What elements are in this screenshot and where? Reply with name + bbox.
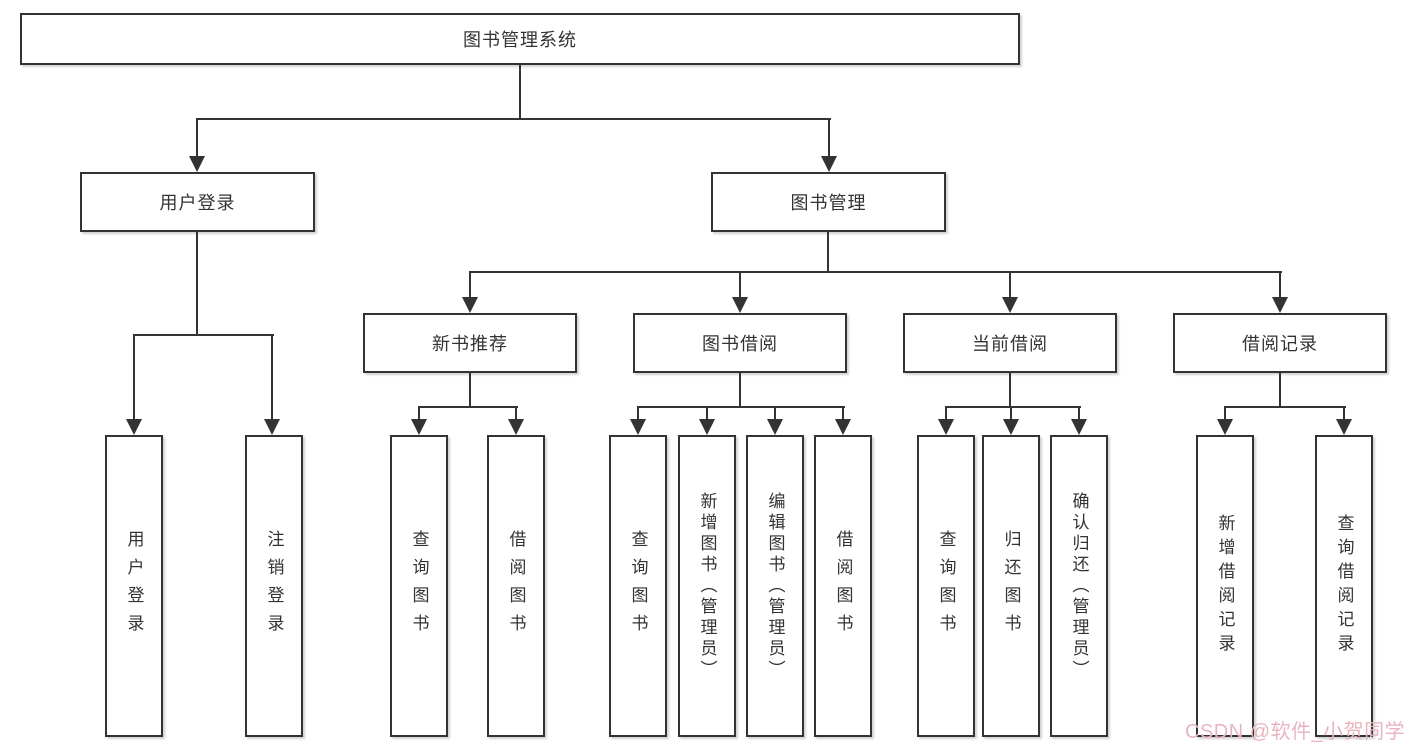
- leaf-return-books: 归还图书: [982, 435, 1040, 737]
- leaf-label: 用户登录: [124, 530, 144, 642]
- connector-line: [133, 334, 274, 336]
- arrow-down-icon: [126, 334, 142, 435]
- leaf-label: 确认归还（管理员）: [1069, 491, 1089, 681]
- leaf-query-books-recommend: 查询图书: [390, 435, 448, 737]
- arrow-down-icon: [821, 118, 837, 172]
- node-book-borrow: 图书借阅: [633, 313, 847, 373]
- arrow-down-icon: [1071, 406, 1087, 435]
- node-current-borrow: 当前借阅: [903, 313, 1117, 373]
- arrow-down-icon: [1003, 406, 1019, 435]
- leaf-add-books-admin: 新增图书（管理员）: [678, 435, 736, 737]
- node-label: 用户登录: [159, 193, 236, 213]
- leaf-user-login: 用户登录: [105, 435, 163, 737]
- leaf-query-borrow-record: 查询借阅记录: [1315, 435, 1373, 737]
- connector-line: [739, 373, 741, 408]
- node-book-management: 图书管理: [711, 172, 946, 232]
- arrow-down-icon: [767, 406, 783, 435]
- leaf-borrow-books-recommend: 借阅图书: [487, 435, 545, 737]
- leaf-logout: 注销登录: [245, 435, 303, 737]
- node-new-book-recommend: 新书推荐: [363, 313, 577, 373]
- node-label: 借阅记录: [1242, 334, 1318, 354]
- leaf-confirm-return-admin: 确认归还（管理员）: [1050, 435, 1108, 737]
- connector-line: [196, 232, 198, 336]
- leaf-label: 借阅图书: [833, 530, 853, 642]
- node-label: 新书推荐: [432, 334, 508, 354]
- connector-line: [1279, 373, 1281, 408]
- leaf-add-borrow-record: 新增借阅记录: [1196, 435, 1254, 737]
- leaf-borrow-books: 借阅图书: [814, 435, 872, 737]
- leaf-label: 新增图书（管理员）: [697, 491, 717, 681]
- connector-line: [469, 373, 471, 408]
- leaf-label: 查询图书: [628, 530, 648, 642]
- leaf-label: 编辑图书（管理员）: [765, 491, 785, 681]
- node-library-system: 图书管理系统: [20, 13, 1020, 65]
- node-label: 图书管理: [790, 193, 867, 213]
- arrow-down-icon: [508, 406, 524, 435]
- arrow-down-icon: [411, 406, 427, 435]
- csdn-watermark: CSDN @软件_小贺同学: [1185, 721, 1405, 743]
- leaf-label: 查询图书: [409, 530, 429, 642]
- leaf-query-books-current: 查询图书: [917, 435, 975, 737]
- connector-line: [637, 406, 845, 408]
- arrow-down-icon: [1272, 271, 1288, 313]
- arrow-down-icon: [1217, 406, 1233, 435]
- leaf-label: 归还图书: [1001, 530, 1021, 642]
- leaf-edit-books-admin: 编辑图书（管理员）: [746, 435, 804, 737]
- leaf-label: 借阅图书: [506, 530, 526, 642]
- arrow-down-icon: [1002, 271, 1018, 313]
- leaf-label: 新增借阅记录: [1215, 514, 1235, 658]
- node-borrow-records: 借阅记录: [1173, 313, 1387, 373]
- node-user-login: 用户登录: [80, 172, 315, 232]
- connector-line: [945, 406, 1081, 408]
- leaf-label: 查询借阅记录: [1334, 514, 1354, 658]
- leaf-label: 查询图书: [936, 530, 956, 642]
- arrow-down-icon: [732, 271, 748, 313]
- arrow-down-icon: [264, 334, 280, 435]
- connector-line: [469, 271, 1282, 273]
- node-label: 当前借阅: [972, 334, 1048, 354]
- arrow-down-icon: [1336, 406, 1352, 435]
- connector-line: [519, 65, 521, 120]
- arrow-down-icon: [938, 406, 954, 435]
- node-label: 图书管理系统: [463, 30, 577, 50]
- arrow-down-icon: [630, 406, 646, 435]
- connector-line: [1224, 406, 1346, 408]
- connector-line: [196, 118, 831, 120]
- arrow-down-icon: [462, 271, 478, 313]
- connector-line: [1009, 373, 1011, 408]
- node-label: 图书借阅: [702, 334, 778, 354]
- arrow-down-icon: [189, 118, 205, 172]
- leaf-label: 注销登录: [264, 530, 284, 642]
- leaf-query-books-borrow: 查询图书: [609, 435, 667, 737]
- arrow-down-icon: [699, 406, 715, 435]
- connector-line: [827, 232, 829, 273]
- connector-line: [418, 406, 518, 408]
- arrow-down-icon: [835, 406, 851, 435]
